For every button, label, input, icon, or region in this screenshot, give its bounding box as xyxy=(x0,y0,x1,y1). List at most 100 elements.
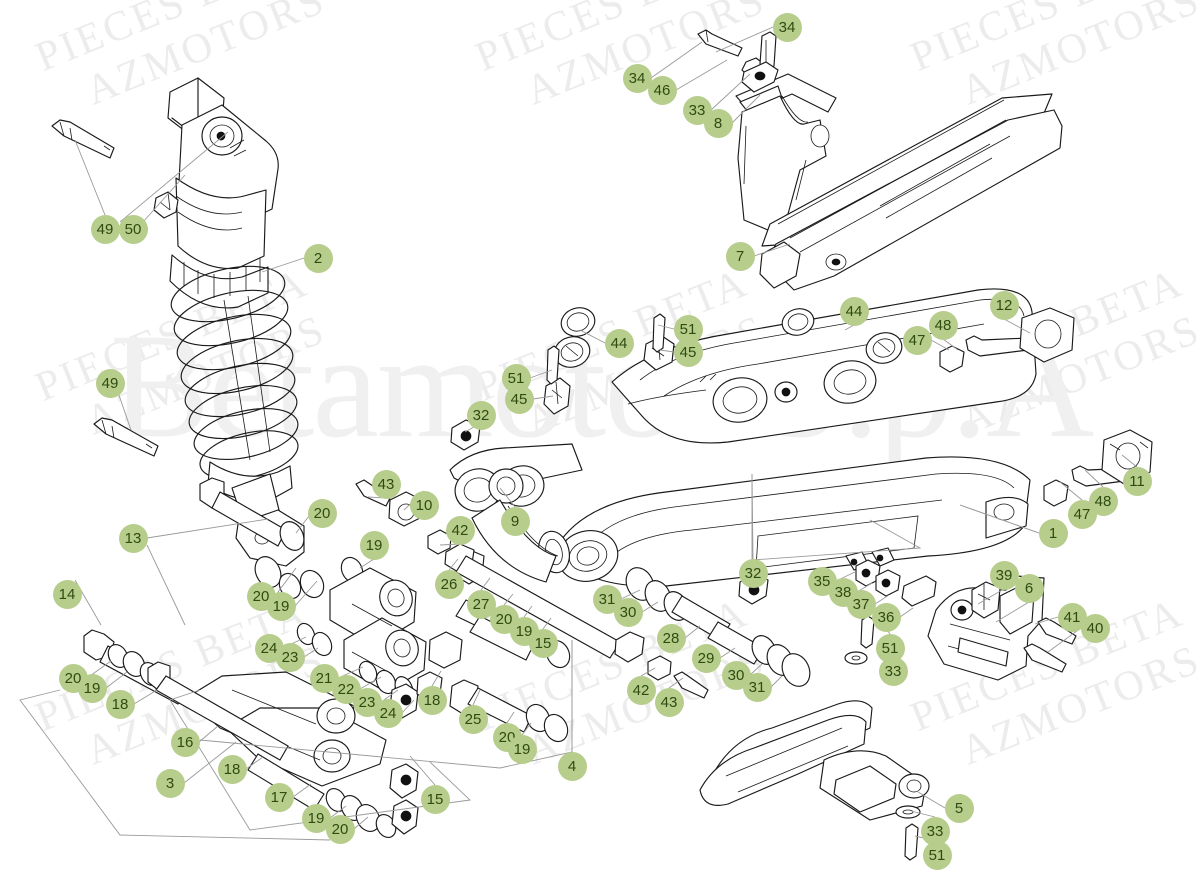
leader-line xyxy=(303,647,319,658)
part-callout-14[interactable]: 14 xyxy=(52,579,82,609)
part-callout-19[interactable]: 19 xyxy=(509,616,539,646)
shock-absorber-drawing xyxy=(51,77,305,567)
part-callout-8[interactable]: 8 xyxy=(703,108,733,138)
leader-line xyxy=(105,671,128,689)
leader-line xyxy=(198,725,219,743)
part-callout-23[interactable]: 23 xyxy=(275,642,305,672)
part-callout-51[interactable]: 51 xyxy=(922,840,952,870)
part-callout-17[interactable]: 17 xyxy=(264,782,294,812)
part-callout-29[interactable]: 29 xyxy=(691,643,721,673)
leader-line xyxy=(401,699,415,714)
part-callout-34[interactable]: 34 xyxy=(622,63,652,93)
leader-bracket xyxy=(169,689,471,831)
part-callout-46[interactable]: 46 xyxy=(647,75,677,105)
leader-line xyxy=(719,647,736,659)
leader-line xyxy=(917,791,946,809)
part-callout-28[interactable]: 28 xyxy=(656,623,686,653)
leader-line xyxy=(431,670,442,687)
leader-line xyxy=(480,577,491,591)
part-callout-5[interactable]: 5 xyxy=(944,793,974,823)
part-callout-49[interactable]: 49 xyxy=(95,368,125,398)
part-callout-37[interactable]: 37 xyxy=(846,589,876,619)
leader-line xyxy=(977,588,1005,605)
leader-line xyxy=(910,810,936,818)
part-callout-19[interactable]: 19 xyxy=(77,673,107,703)
part-callout-42[interactable]: 42 xyxy=(445,515,475,545)
part-callout-20[interactable]: 20 xyxy=(307,498,337,528)
part-callout-36[interactable]: 36 xyxy=(871,602,901,632)
part-callout-6[interactable]: 6 xyxy=(1014,573,1044,603)
part-callout-2[interactable]: 2 xyxy=(303,243,333,273)
leader-line xyxy=(542,617,552,630)
part-callout-33[interactable]: 33 xyxy=(878,656,908,686)
part-callout-48[interactable]: 48 xyxy=(1088,486,1118,516)
part-callout-16[interactable]: 16 xyxy=(170,727,200,757)
part-callout-15[interactable]: 15 xyxy=(528,628,558,658)
leader-line xyxy=(684,625,701,639)
part-callout-25[interactable]: 25 xyxy=(458,704,488,734)
part-callout-24[interactable]: 24 xyxy=(373,698,403,728)
part-callout-1[interactable]: 1 xyxy=(1038,518,1068,548)
pivot-shaft-assembly xyxy=(444,543,811,699)
part-callout-23[interactable]: 23 xyxy=(352,687,382,717)
part-callout-26[interactable]: 26 xyxy=(434,569,464,599)
part-callout-43[interactable]: 43 xyxy=(371,469,401,499)
part-callout-44[interactable]: 44 xyxy=(604,328,634,358)
leader-line xyxy=(942,338,959,351)
part-callout-7[interactable]: 7 xyxy=(725,241,755,271)
part-callout-19[interactable]: 19 xyxy=(359,530,389,560)
part-callout-12[interactable]: 12 xyxy=(989,290,1019,320)
part-callout-50[interactable]: 50 xyxy=(118,214,148,244)
part-callout-42[interactable]: 42 xyxy=(626,675,656,705)
part-callout-32[interactable]: 32 xyxy=(466,400,496,430)
part-callout-47[interactable]: 47 xyxy=(902,325,932,355)
part-callout-44[interactable]: 44 xyxy=(839,296,869,326)
part-callout-31[interactable]: 31 xyxy=(742,672,772,702)
leader-line xyxy=(503,593,514,606)
part-callout-11[interactable]: 11 xyxy=(1122,466,1152,496)
part-callout-43[interactable]: 43 xyxy=(654,687,684,717)
part-callout-40[interactable]: 40 xyxy=(1080,613,1110,643)
part-callout-13[interactable]: 13 xyxy=(118,523,148,553)
leader-line xyxy=(675,59,728,91)
leader-line xyxy=(650,41,703,79)
part-callout-30[interactable]: 30 xyxy=(613,597,643,627)
part-callout-19[interactable]: 19 xyxy=(507,734,537,764)
part-callout-32[interactable]: 32 xyxy=(738,558,768,588)
part-callout-39[interactable]: 39 xyxy=(989,560,1019,590)
part-callout-18[interactable]: 18 xyxy=(217,754,247,784)
part-callout-18[interactable]: 18 xyxy=(417,685,447,715)
part-callout-45[interactable]: 45 xyxy=(504,384,534,414)
leader-line xyxy=(1034,616,1059,625)
leader-line xyxy=(183,741,237,784)
part-callout-9[interactable]: 9 xyxy=(500,506,530,536)
part-callout-20[interactable]: 20 xyxy=(325,814,355,844)
leader-line xyxy=(274,567,297,597)
part-callout-49[interactable]: 49 xyxy=(90,214,120,244)
leader-bracket xyxy=(959,504,1040,534)
leader-line xyxy=(292,783,312,798)
part-callout-19[interactable]: 19 xyxy=(266,591,296,621)
leader-line xyxy=(529,369,553,379)
part-callout-48[interactable]: 48 xyxy=(928,310,958,340)
leader-line xyxy=(753,243,791,257)
part-callout-19[interactable]: 19 xyxy=(301,803,331,833)
part-callout-18[interactable]: 18 xyxy=(105,689,135,719)
leader-line xyxy=(261,257,305,273)
leader-line xyxy=(659,349,675,353)
leader-line xyxy=(142,174,186,223)
part-callout-34[interactable]: 34 xyxy=(772,12,802,42)
part-callout-15[interactable]: 15 xyxy=(420,784,450,814)
part-callout-3[interactable]: 3 xyxy=(155,768,185,798)
part-callout-10[interactable]: 10 xyxy=(409,490,439,520)
part-callout-45[interactable]: 45 xyxy=(673,337,703,367)
leader-line xyxy=(640,667,656,677)
leader-line xyxy=(359,676,382,690)
leader-line xyxy=(146,518,269,539)
part-callout-4[interactable]: 4 xyxy=(557,751,587,781)
part-callout-33[interactable]: 33 xyxy=(920,816,950,846)
leader-line xyxy=(844,324,855,331)
leader-line xyxy=(448,558,459,571)
linkage-lower-left xyxy=(83,629,419,838)
caliper-bracket-drawing xyxy=(699,559,1077,861)
